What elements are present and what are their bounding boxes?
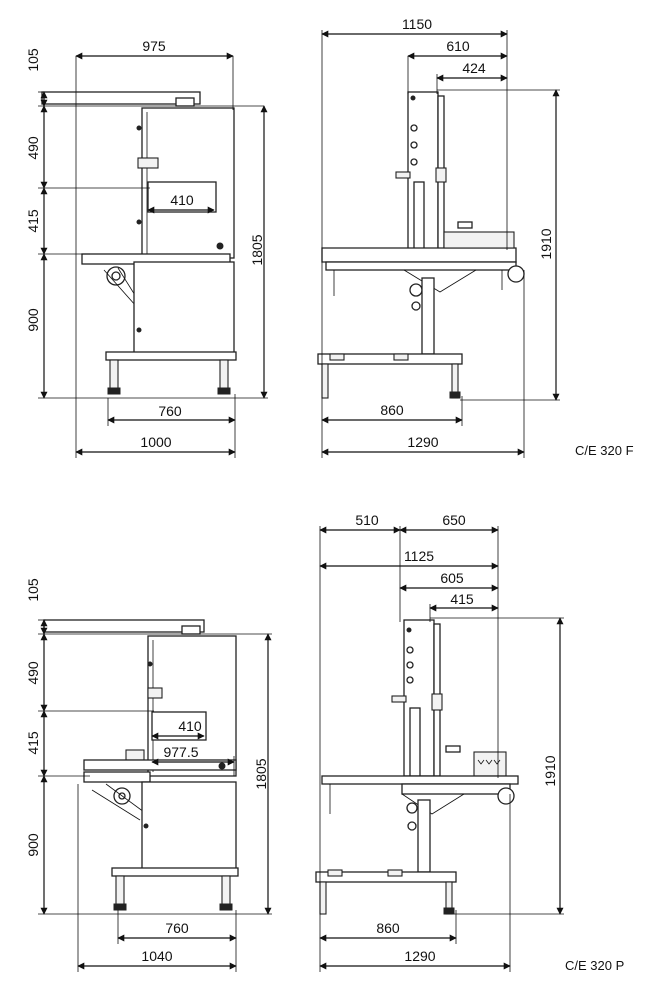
p-front-height-490: 490: [25, 661, 41, 685]
p-front-cut-977-5: 977.5: [163, 744, 198, 760]
model-p-front-machine: [43, 619, 239, 911]
p-front-height-1805: 1805: [253, 758, 269, 789]
p-front-height-415: 415: [25, 731, 41, 755]
p-front-height-105: 105: [25, 578, 41, 602]
model-p-side-view: 510 650 1125 605 415 1910 860 1290: [315, 512, 564, 972]
p-front-cut-410: 410: [178, 718, 202, 734]
f-front-height-1805: 1805: [249, 234, 265, 265]
model-f-side-machine: [317, 91, 525, 399]
p-front-base-760: 760: [165, 920, 189, 936]
f-side-base-860: 860: [380, 402, 404, 418]
p-side-width-1125: 1125: [404, 548, 434, 564]
model-f-side-view: 1150 610 424 1910 860 1290: [317, 16, 560, 458]
p-side-base-860: 860: [376, 920, 400, 936]
p-front-base-1040: 1040: [141, 948, 172, 964]
f-side-height-1910: 1910: [538, 228, 554, 259]
p-front-height-900: 900: [25, 833, 41, 857]
f-front-base-760: 760: [158, 403, 182, 419]
f-front-height-490: 490: [25, 136, 41, 160]
f-front-base-1000: 1000: [140, 434, 171, 450]
f-front-height-105: 105: [25, 48, 41, 72]
p-side-width-605: 605: [440, 570, 464, 586]
model-f-front-machine: [41, 91, 237, 395]
model-f-front-view: 975 105 490 415 900 410 1805 760 1000: [25, 38, 268, 458]
f-front-height-900: 900: [25, 308, 41, 332]
f-front-width-975: 975: [142, 38, 166, 54]
p-side-width-510: 510: [355, 512, 379, 528]
f-side-base-1290: 1290: [407, 434, 438, 450]
model-p-side-machine: [315, 619, 519, 915]
model-p-label: C/E 320 P: [565, 958, 624, 973]
p-side-width-650: 650: [442, 512, 466, 528]
f-front-cut-410: 410: [170, 192, 194, 208]
f-side-width-610: 610: [446, 38, 470, 54]
model-p-front-view: 105 490 415 900 410 977.5 1805 760 1040: [25, 578, 272, 972]
f-front-height-415: 415: [25, 209, 41, 233]
p-side-width-415: 415: [450, 591, 474, 607]
f-side-width-1150: 1150: [402, 16, 432, 32]
p-side-height-1910: 1910: [542, 755, 558, 786]
p-side-base-1290: 1290: [404, 948, 435, 964]
f-side-width-424: 424: [462, 60, 486, 76]
model-f-label: C/E 320 F: [575, 443, 634, 458]
